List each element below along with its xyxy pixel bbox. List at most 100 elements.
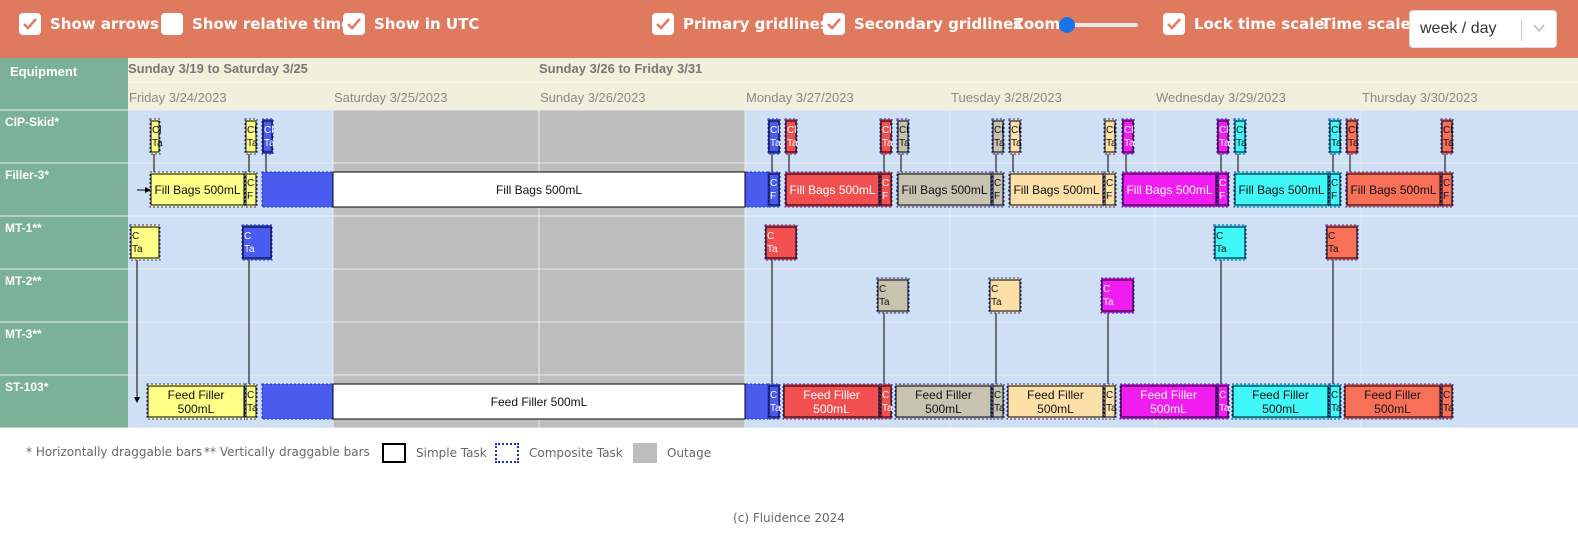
checkbox-box[interactable] (1163, 13, 1185, 35)
task-bar-fill[interactable] (1216, 118, 1230, 155)
task-bar[interactable]: CTa (991, 383, 1005, 420)
task-bar-fill[interactable] (1103, 118, 1117, 155)
zoom-slider-thumb[interactable] (1059, 17, 1075, 33)
task-bar[interactable]: CF (1440, 171, 1454, 208)
task-bar[interactable]: Fill Bags 500mL (261, 171, 769, 208)
task-bar[interactable]: CF (1328, 171, 1342, 208)
task-bar-fill[interactable] (991, 171, 1005, 208)
task-bar-fill[interactable] (1343, 383, 1442, 420)
task-bar-fill[interactable] (129, 224, 161, 261)
task-bar-fill[interactable] (782, 383, 881, 420)
task-bar-fill[interactable] (244, 118, 258, 155)
task-bar[interactable]: Fill Bags 500mL (784, 171, 881, 208)
task-bar-fill[interactable] (1440, 118, 1454, 155)
task-bar[interactable]: CF (991, 171, 1005, 208)
checkbox-box[interactable] (652, 13, 674, 35)
task-bar-fill[interactable] (149, 118, 161, 155)
task-bar[interactable]: CTa (1216, 383, 1230, 420)
show-in-utc-checkbox[interactable]: Show in UTC (343, 13, 479, 35)
task-bar-fill[interactable] (1231, 383, 1330, 420)
task-bar[interactable]: CTa (241, 224, 273, 261)
task-bar[interactable]: CTa (1103, 383, 1117, 420)
task-bar[interactable]: CF (1216, 171, 1230, 208)
task-bar-fill[interactable] (1103, 171, 1117, 208)
checkbox-box[interactable] (823, 13, 845, 35)
task-bar-fill[interactable] (767, 118, 781, 155)
task-bar[interactable]: CF (1103, 171, 1117, 208)
task-bar-fill[interactable] (1008, 118, 1022, 155)
task-bar-fill[interactable] (1345, 118, 1359, 155)
task-bar-visible[interactable] (332, 171, 746, 208)
task-bar[interactable]: Fill Bags 500mL (896, 171, 993, 208)
checkbox-box[interactable] (343, 13, 365, 35)
task-bar[interactable]: CTa (767, 383, 781, 420)
task-bar[interactable]: Fill Bags 500mL (1233, 171, 1330, 208)
task-bar[interactable]: CTa (244, 383, 258, 420)
task-bar[interactable]: Fill Bags 500mL (1345, 171, 1442, 208)
task-bar[interactable]: CTa (129, 224, 161, 261)
task-bar-fill[interactable] (1328, 118, 1342, 155)
task-bar[interactable]: CTa (1100, 277, 1135, 314)
task-bar[interactable]: CTa (1440, 383, 1454, 420)
task-bar-fill[interactable] (1328, 171, 1342, 208)
task-bar-fill[interactable] (1325, 224, 1359, 261)
task-bar-fill[interactable] (1103, 383, 1117, 420)
chevron-down-icon[interactable] (1532, 21, 1546, 35)
task-bar-fill[interactable] (991, 118, 1005, 155)
task-bar-fill[interactable] (894, 383, 993, 420)
task-bar-fill[interactable] (1216, 383, 1230, 420)
task-bar-fill[interactable] (1328, 383, 1342, 420)
checkbox-box[interactable] (19, 13, 41, 35)
task-bar-fill[interactable] (1216, 171, 1230, 208)
task-bar[interactable]: CF (767, 171, 781, 208)
task-bar-fill[interactable] (784, 171, 881, 208)
task-bar[interactable]: Fill Bags 500mL (1121, 171, 1218, 208)
task-bar-fill[interactable] (1006, 383, 1105, 420)
task-bar-fill[interactable] (879, 171, 893, 208)
lock-time-scale-checkbox[interactable]: Lock time scale (1163, 13, 1325, 35)
task-bar-fill[interactable] (241, 224, 273, 261)
task-bar[interactable]: Fill Bags 500mL (1008, 171, 1105, 208)
task-bar-fill[interactable] (784, 118, 798, 155)
checkbox-box[interactable] (161, 13, 183, 35)
primary-gridlines-checkbox[interactable]: Primary gridlines (652, 13, 829, 35)
task-bar-fill[interactable] (149, 171, 246, 208)
task-bar-fill[interactable] (261, 118, 274, 155)
task-bar-fill[interactable] (244, 171, 258, 208)
task-bar-fill[interactable] (1119, 383, 1218, 420)
task-bar[interactable]: CTa (764, 224, 798, 261)
task-bar-fill[interactable] (879, 118, 893, 155)
task-bar-fill[interactable] (244, 383, 258, 420)
task-bar-fill[interactable] (988, 277, 1022, 314)
task-bar-fill[interactable] (896, 118, 910, 155)
task-bar-fill[interactable] (767, 171, 781, 208)
task-bar-fill[interactable] (1233, 118, 1247, 155)
task-bar[interactable]: Fill Bags 500mL (149, 171, 246, 208)
show-relative-time-checkbox[interactable]: Show relative time (161, 13, 351, 35)
task-bar[interactable]: CF (244, 171, 258, 208)
task-bar-fill[interactable] (764, 224, 798, 261)
task-bar-fill[interactable] (896, 171, 993, 208)
task-bar-fill[interactable] (876, 277, 910, 314)
